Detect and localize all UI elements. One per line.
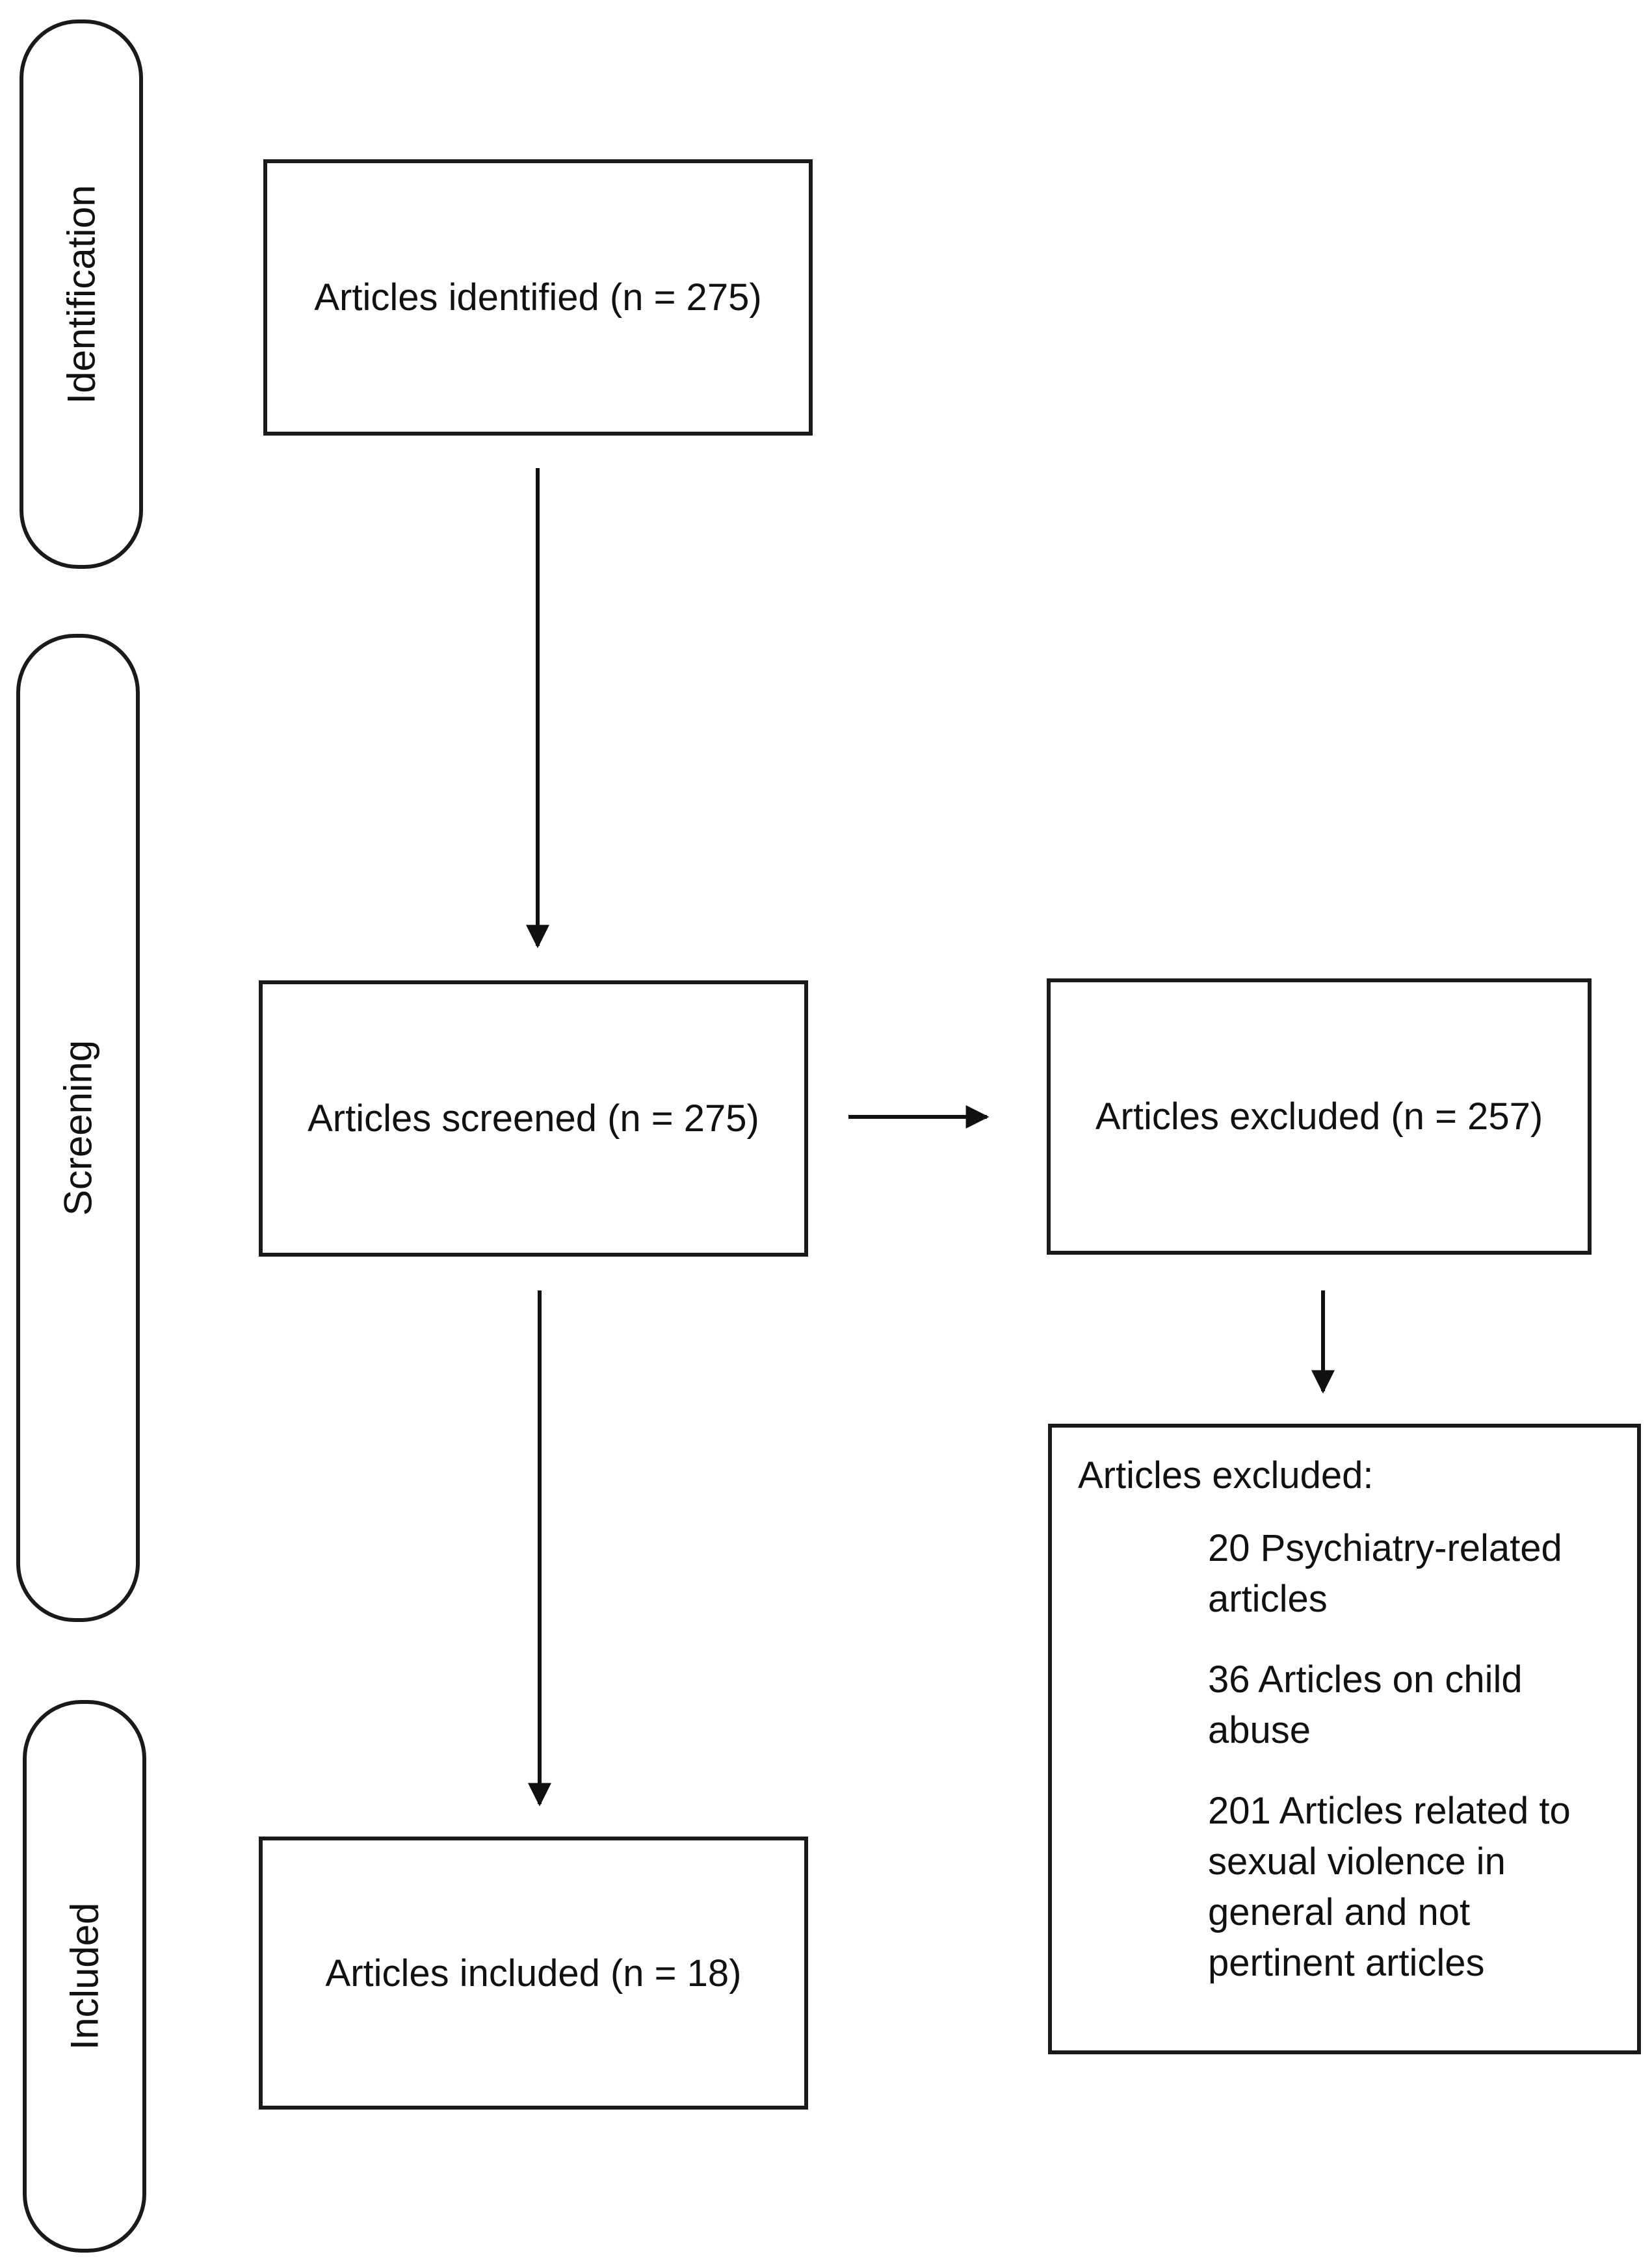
- stage-included: Included: [23, 1700, 146, 2253]
- exclusion-reason-child-abuse: 36 Articles on child abuse: [1208, 1658, 1523, 1751]
- identified-text: Articles identified (n = 275): [314, 276, 762, 319]
- excluded-box: Articles excluded (n = 257): [1047, 978, 1592, 1255]
- exclusion-reason-psychiatry: 20 Psychiatry-related articles: [1208, 1527, 1562, 1620]
- exclusion-reason-sexual-violence: 201 Articles related to sexual violence …: [1208, 1790, 1571, 1984]
- included-box: Articles included (n = 18): [259, 1837, 808, 2110]
- identified-box: Articles identified (n = 275): [263, 159, 813, 436]
- excluded-text: Articles excluded (n = 257): [1095, 1095, 1543, 1138]
- exclusion-reasons-box: Articles excluded: 20 Psychiatry-related…: [1048, 1424, 1641, 2054]
- stage-identification: Identification: [20, 20, 143, 569]
- exclusion-reasons-list: 20 Psychiatry-related articles 36 Articl…: [1078, 1523, 1611, 1989]
- stage-screening: Screening: [16, 634, 140, 1622]
- included-text: Articles included (n = 18): [325, 1952, 742, 1995]
- screened-box: Articles screened (n = 275): [259, 980, 808, 1257]
- exclusion-reasons-title: Articles excluded:: [1078, 1454, 1374, 1497]
- screened-text: Articles screened (n = 275): [308, 1097, 759, 1140]
